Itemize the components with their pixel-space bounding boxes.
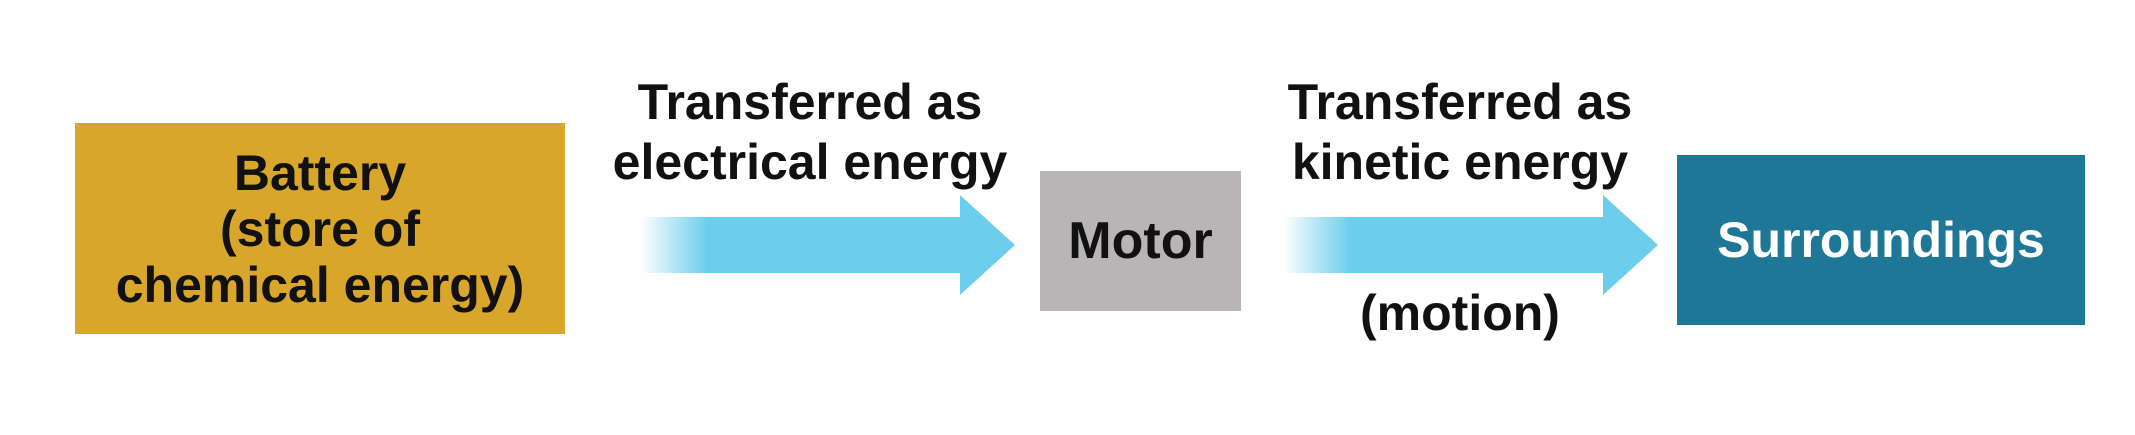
kinetic-transfer-label: Transferred as kinetic energy	[1287, 74, 1633, 190]
motor-label: Motor	[1068, 212, 1213, 270]
kinetic-transfer-arrow	[1283, 195, 1658, 295]
motion-note: (motion)	[1360, 285, 1560, 341]
surroundings-label: Surroundings	[1717, 212, 2045, 268]
electrical-transfer-arrow	[640, 195, 1015, 295]
battery-box: Battery (store of chemical energy)	[75, 123, 565, 334]
battery-label: Battery (store of chemical energy)	[115, 144, 525, 313]
electrical-transfer-label: Transferred as electrical energy	[612, 74, 1008, 190]
surroundings-box: Surroundings	[1677, 155, 2085, 325]
motor-box: Motor	[1040, 171, 1241, 311]
